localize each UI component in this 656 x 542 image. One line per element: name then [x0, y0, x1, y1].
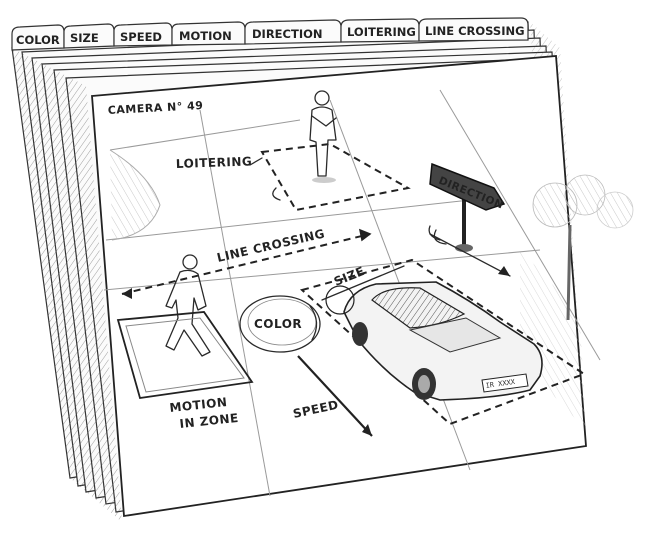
motion-person-figure: [165, 254, 211, 357]
tab-speed[interactable]: SPEED: [113, 22, 173, 47]
tab-motion[interactable]: MOTION: [171, 21, 246, 46]
tab-label: SIZE: [70, 31, 99, 45]
tab-bar: COLOR SIZE SPEED MOTION DIRECTION LOITER…: [11, 17, 529, 51]
color-label: COLOR: [254, 317, 302, 331]
road-perspective: [103, 89, 601, 497]
loitering-person-figure: [309, 90, 337, 183]
tab-size[interactable]: SIZE: [63, 23, 115, 49]
motion-label-line2: IN ZONE: [179, 411, 239, 431]
tab-loitering[interactable]: LOITERING: [340, 18, 420, 43]
tab-label: SPEED: [120, 30, 162, 44]
tab-color[interactable]: COLOR: [11, 24, 65, 51]
tab-label: LINE CROSSING: [425, 24, 525, 38]
color-detector: COLOR: [239, 295, 321, 353]
camera-view-sheet: CAMERA N° 49 LOITERING: [91, 55, 634, 518]
tab-line-crossing[interactable]: LINE CROSSING: [418, 17, 529, 42]
tree-sketch: [532, 174, 634, 321]
tab-label: DIRECTION: [252, 27, 323, 41]
tab-label: COLOR: [16, 33, 60, 47]
motion-zone: MOTION IN ZONE: [116, 311, 254, 431]
camera-label: CAMERA N° 49: [107, 99, 203, 117]
tab-label: MOTION: [179, 29, 232, 43]
car-figure: IR XXXX: [325, 281, 543, 401]
motion-label-line1: MOTION: [169, 395, 228, 415]
tab-label: LOITERING: [347, 25, 416, 39]
tab-direction[interactable]: DIRECTION: [244, 19, 342, 45]
loitering-zone: LOITERING: [176, 142, 411, 212]
loitering-label: LOITERING: [176, 154, 253, 171]
